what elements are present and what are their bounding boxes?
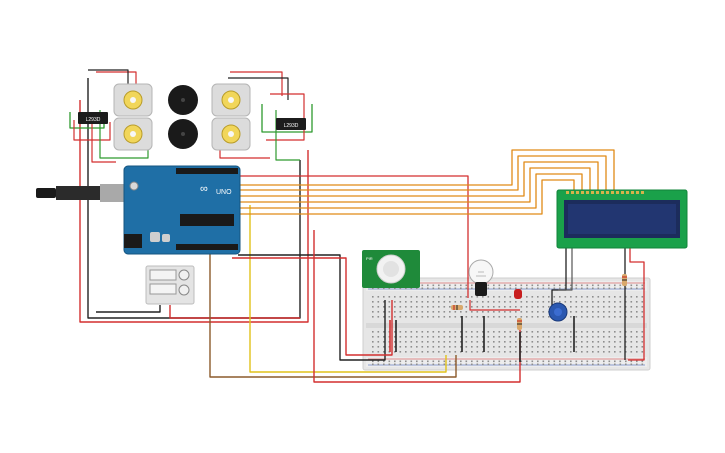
- wire-motor-1b[interactable]: [88, 69, 129, 88]
- arduino-uno[interactable]: ∞ UNO: [36, 165, 241, 255]
- usb-port: [100, 184, 128, 202]
- potentiometer[interactable]: [548, 302, 568, 322]
- dc-motor-4[interactable]: [211, 117, 251, 151]
- breadboard-holes: [372, 284, 644, 366]
- breadboard[interactable]: [362, 277, 651, 371]
- atmega-chip: [180, 214, 234, 226]
- usb-plug: [36, 188, 56, 198]
- wire-vcc-pir[interactable]: [232, 257, 393, 356]
- reset-button[interactable]: [129, 181, 139, 191]
- wire-driver-left-4[interactable]: [91, 120, 116, 163]
- wire-driver-right-2[interactable]: [266, 93, 305, 141]
- wire-bulb-led[interactable]: [469, 300, 520, 311]
- wire-driver-left-3[interactable]: [99, 110, 149, 159]
- lcd-display[interactable]: 16x2: [0, 0, 688, 249]
- wire-driver-right-1[interactable]: [261, 104, 313, 133]
- wire-lcd-d5[interactable]: [198, 161, 599, 197]
- power-knob-2[interactable]: [178, 284, 190, 296]
- light-bulb[interactable]: [468, 259, 494, 296]
- motor-driver-right-label: L293D: [284, 123, 299, 129]
- wire-motor-3b[interactable]: [228, 77, 289, 100]
- capacitor: [150, 232, 160, 242]
- wire-lcd-d6[interactable]: [192, 155, 607, 191]
- wire-motor-1a[interactable]: [96, 71, 137, 88]
- resistor-3[interactable]: [622, 274, 627, 286]
- power-supply[interactable]: [145, 265, 195, 305]
- arduino-brand-mark: ∞: [200, 183, 208, 195]
- capacitor: [162, 234, 170, 242]
- pir-label: PIR: [366, 256, 373, 261]
- red-led[interactable]: [514, 289, 522, 299]
- wire-brown-signal[interactable]: [209, 205, 457, 378]
- wire-lcd-d7[interactable]: [186, 149, 615, 190]
- wire-driver-right-4[interactable]: [219, 150, 270, 159]
- dc-motor-2[interactable]: [113, 117, 153, 151]
- motor-driver-left-label: L293D: [86, 117, 101, 123]
- motor-driver-left[interactable]: L293D: [78, 112, 108, 124]
- wire-gnd-pir[interactable]: [238, 254, 386, 361]
- wire-driver-right-3[interactable]: [275, 110, 300, 161]
- wire-lcd-vo[interactable]: [558, 248, 573, 291]
- wire-vcc-left[interactable]: [79, 100, 309, 323]
- resistor-2[interactable]: [517, 318, 522, 330]
- motor-driver-right[interactable]: L293D: [276, 118, 306, 130]
- arduino-board-label: UNO: [216, 189, 232, 196]
- wire-yellow-signal[interactable]: [249, 205, 447, 373]
- buzzer-2[interactable]: [168, 119, 198, 149]
- pir-sensor[interactable]: PIR: [362, 250, 420, 288]
- lcd-pin-header: [566, 191, 644, 194]
- resistor-1[interactable]: [451, 305, 463, 310]
- wire-psu-pos[interactable]: [169, 305, 300, 319]
- wire-motor-3a[interactable]: [230, 71, 283, 96]
- lcd-label: 16x2: [0, 0, 3, 1]
- dc-motor-3[interactable]: [211, 83, 251, 117]
- wire-bulb-power[interactable]: [155, 175, 469, 298]
- wire-lcd-d4[interactable]: [204, 167, 591, 203]
- dc-jack: [124, 234, 142, 248]
- power-knob-1[interactable]: [178, 269, 190, 281]
- digital-header: [176, 168, 238, 174]
- wire-lcd-en[interactable]: [210, 173, 583, 209]
- wire-lcd-rs[interactable]: [216, 179, 575, 215]
- wire-lcd-a[interactable]: [628, 248, 645, 361]
- wire-psu-neg[interactable]: [96, 305, 161, 313]
- wires: [69, 69, 645, 383]
- analog-header: [176, 244, 238, 250]
- dc-motor-1[interactable]: [113, 83, 153, 117]
- buzzer-1[interactable]: [168, 85, 198, 115]
